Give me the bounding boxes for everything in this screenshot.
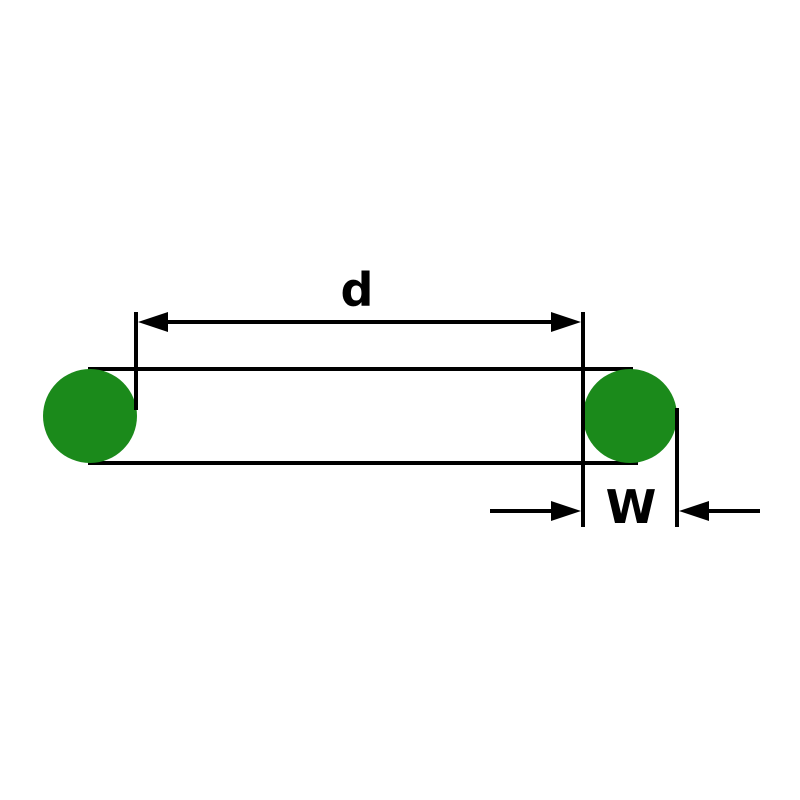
o-ring-cross-section-right (583, 369, 677, 463)
diameter-arrowhead-right (551, 312, 581, 332)
diameter-arrowhead-left (138, 312, 168, 332)
diameter-dimension: d (134, 263, 585, 527)
width-arrowhead-right (679, 501, 709, 521)
width-arrowhead-left (551, 501, 581, 521)
diameter-label: d (341, 263, 374, 317)
o-ring-body (43, 367, 677, 465)
width-dimension: W (490, 408, 760, 534)
width-label: W (606, 480, 657, 534)
o-ring-cross-section-left (43, 369, 137, 463)
